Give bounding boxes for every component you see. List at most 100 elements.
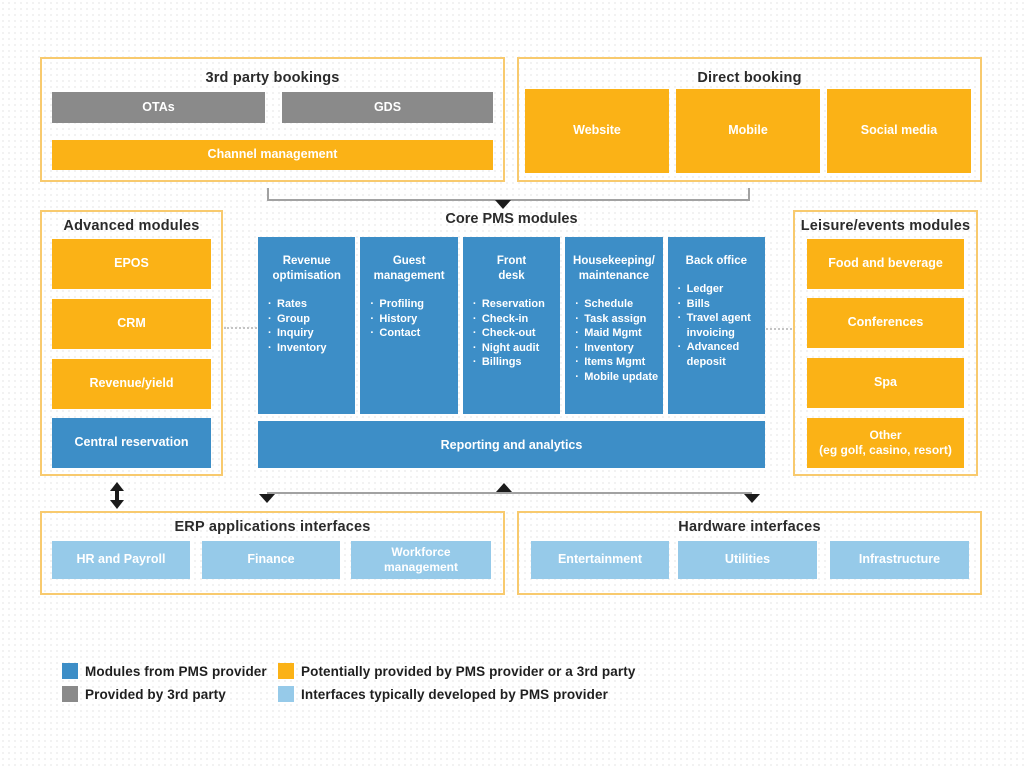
infrastructure-label: Infrastructure xyxy=(858,552,941,567)
epos-label: EPOS xyxy=(114,256,149,271)
core-pms-modules-title: Core PMS modules xyxy=(445,211,578,227)
legend-item-interfaces: Interfaces typically developed by PMS pr… xyxy=(278,686,635,702)
entertainment-label: Entertainment xyxy=(557,552,643,567)
website-box: Website xyxy=(525,89,669,173)
core-list-item: Ledger xyxy=(677,282,761,297)
food-and-beverage-box: Food and beverage xyxy=(807,239,964,289)
entertainment-box: Entertainment xyxy=(531,541,669,579)
advanced-modules-title: Advanced modules xyxy=(63,218,200,234)
core-list-item: Contact xyxy=(369,326,453,341)
legend-label: Modules from PMS provider xyxy=(85,663,267,679)
core-list-item: Group xyxy=(267,312,351,327)
legend-label: Provided by 3rd party xyxy=(85,686,226,702)
legend-swatch-blue xyxy=(62,663,78,679)
core-column-items: Profiling History Contact xyxy=(360,284,457,341)
core-to-leisure-connector xyxy=(766,328,792,330)
core-list-item: Inventory xyxy=(574,341,658,356)
core-column-back-office: Back office Ledger Bills Travel agent in… xyxy=(667,237,766,414)
infrastructure-box: Infrastructure xyxy=(830,541,969,579)
spa-label: Spa xyxy=(874,375,897,390)
utilities-label: Utilities xyxy=(724,552,771,567)
legend-label: Interfaces typically developed by PMS pr… xyxy=(301,686,608,702)
food-and-beverage-label: Food and beverage xyxy=(828,256,943,271)
workforce-management-box: Workforce management xyxy=(351,541,491,579)
core-column-header: Front desk xyxy=(463,237,560,284)
legend-item-3rd-party: Provided by 3rd party xyxy=(62,686,278,702)
finance-box: Finance xyxy=(202,541,340,579)
core-column-header: Revenue optimisation xyxy=(258,237,355,284)
otas-label: OTAs xyxy=(142,99,175,114)
legend: Modules from PMS provider Potentially pr… xyxy=(62,663,635,702)
core-column-items: Rates Group Inquiry Inventory xyxy=(258,284,355,355)
revenue-yield-label: Revenue/yield xyxy=(89,376,174,391)
core-list-item: Night audit xyxy=(472,341,556,356)
other-label-line1: Other xyxy=(869,428,902,442)
conferences-label: Conferences xyxy=(847,315,924,330)
core-list-item: Bills xyxy=(677,297,761,312)
utilities-box: Utilities xyxy=(678,541,817,579)
core-list-item: Reservation xyxy=(472,297,556,312)
core-list-item: Advanced deposit xyxy=(677,340,761,369)
double-arrow-shaft xyxy=(115,489,119,502)
core-column-header: Housekeeping/ maintenance xyxy=(565,237,662,284)
direct-booking-panel: Direct booking Website Mobile Social med… xyxy=(517,57,982,182)
core-column-guest-management: Guest management Profiling History Conta… xyxy=(360,237,458,414)
leisure-events-title: Leisure/events modules xyxy=(800,218,971,234)
core-list-item: Travel agent invoicing xyxy=(677,311,761,340)
legend-swatch-orange xyxy=(278,663,294,679)
mobile-box: Mobile xyxy=(676,89,820,173)
leisure-events-modules-panel: Leisure/events modules Food and beverage… xyxy=(793,210,978,476)
down-arrow-icon xyxy=(110,500,124,509)
erp-applications-panel: ERP applications interfaces HR and Payro… xyxy=(40,511,505,595)
core-list-item: Check-in xyxy=(472,312,556,327)
website-label: Website xyxy=(573,123,621,138)
core-list-item: Mobile update xyxy=(574,370,658,385)
crm-label: CRM xyxy=(117,316,146,331)
hardware-interfaces-title: Hardware interfaces xyxy=(678,519,821,535)
core-list-item: Check-out xyxy=(472,326,556,341)
channel-management-box: Channel management xyxy=(52,140,493,170)
header-line: Back office xyxy=(685,255,747,267)
hr-payroll-label: HR and Payroll xyxy=(76,552,166,567)
direct-booking-title: Direct booking xyxy=(697,70,802,86)
reporting-analytics-label: Reporting and analytics xyxy=(440,437,583,452)
core-list-item: Inventory xyxy=(267,341,351,356)
erp-applications-title: ERP applications interfaces xyxy=(174,519,371,535)
down-arrow-icon xyxy=(259,494,275,503)
core-list-item: Profiling xyxy=(369,297,453,312)
core-list-item: Inquiry xyxy=(267,326,351,341)
central-reservation-box: Central reservation xyxy=(52,418,211,468)
core-column-items: Schedule Task assign Maid Mgmt Inventory… xyxy=(565,284,662,384)
core-column-housekeeping-maintenance: Housekeeping/ maintenance Schedule Task … xyxy=(565,237,663,414)
header-line: Front xyxy=(496,255,527,267)
gds-label: GDS xyxy=(373,99,402,114)
down-arrow-icon xyxy=(495,200,511,209)
core-list-item: History xyxy=(369,312,453,327)
crm-box: CRM xyxy=(52,299,211,349)
other-label-line2: (eg golf, casino, resort) xyxy=(819,443,952,457)
epos-box: EPOS xyxy=(52,239,211,289)
other-box: Other (eg golf, casino, resort) xyxy=(807,418,964,468)
core-list-item: Maid Mgmt xyxy=(574,326,658,341)
header-line: management xyxy=(373,270,445,283)
header-line: Guest xyxy=(392,255,426,267)
channel-management-label: Channel management xyxy=(207,147,338,162)
legend-item-potentially-provided: Potentially provided by PMS provider or … xyxy=(278,663,635,679)
otas-box: OTAs xyxy=(52,92,265,123)
core-column-items: Reservation Check-in Check-out Night aud… xyxy=(463,284,560,370)
core-list-item: Task assign xyxy=(574,312,658,327)
core-list-item: Items Mgmt xyxy=(574,355,658,370)
mobile-label: Mobile xyxy=(728,123,768,138)
advanced-to-core-connector xyxy=(224,327,257,329)
social-media-box: Social media xyxy=(827,89,971,173)
core-column-revenue-optimisation: Revenue optimisation Rates Group Inquiry… xyxy=(258,237,356,414)
legend-swatch-lightblue xyxy=(278,686,294,702)
up-arrow-icon xyxy=(496,483,512,492)
up-arrow-icon xyxy=(110,482,124,491)
legend-item-pms-modules: Modules from PMS provider xyxy=(62,663,278,679)
core-list-item: Billings xyxy=(472,355,556,370)
core-pms-columns: Revenue optimisation Rates Group Inquiry… xyxy=(258,237,766,414)
header-line: optimisation xyxy=(272,270,341,283)
gds-box: GDS xyxy=(282,92,493,123)
